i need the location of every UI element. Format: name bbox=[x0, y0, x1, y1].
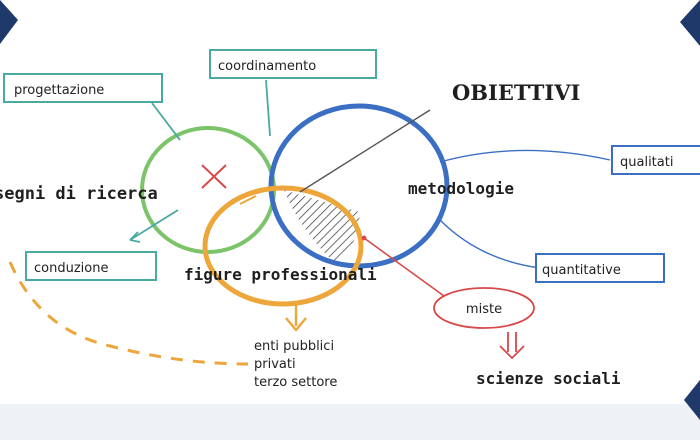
box-qualitative bbox=[611, 145, 700, 175]
down-arrow-red bbox=[499, 332, 525, 360]
box-coordinamento bbox=[209, 49, 377, 79]
dashed-curve bbox=[8, 261, 249, 366]
box-quantitative bbox=[535, 253, 665, 283]
label-metodologie: metodologie bbox=[408, 179, 514, 198]
corner-decoration-right-bottom bbox=[684, 380, 700, 420]
label-progettazione: progettazione bbox=[14, 83, 104, 98]
corner-decoration-left bbox=[0, 0, 18, 44]
orange-dash-mark bbox=[239, 195, 257, 205]
intersection-hatch bbox=[284, 190, 360, 262]
corner-decoration-right-top bbox=[680, 0, 700, 46]
connector-coordinamento bbox=[265, 79, 271, 137]
circle-figure bbox=[202, 185, 364, 307]
box-miste bbox=[433, 287, 535, 329]
connector-progettazione bbox=[151, 102, 181, 141]
connector-conduzione bbox=[129, 209, 179, 241]
label-figure: figure professionali bbox=[184, 265, 377, 284]
list-item-enti: enti pubblici bbox=[254, 339, 334, 354]
label-miste: miste bbox=[466, 302, 502, 317]
connector-qualitative bbox=[439, 149, 611, 163]
label-coordinamento: coordinamento bbox=[218, 59, 316, 74]
down-arrow-orange bbox=[285, 302, 307, 332]
circle-metodologie bbox=[268, 103, 450, 269]
box-progettazione bbox=[3, 73, 163, 103]
list-item-privati: privati bbox=[254, 357, 296, 372]
label-quantitative: quantitative bbox=[542, 263, 621, 278]
objective-pointer-line bbox=[299, 109, 431, 193]
title-obiettivi: OBIETTIVI bbox=[452, 80, 580, 105]
label-disegni: segni di ricerca bbox=[0, 184, 158, 204]
box-conduzione bbox=[25, 251, 157, 281]
label-scienze-sociali: scienze sociali bbox=[476, 369, 621, 388]
list-item-terzo: terzo settore bbox=[254, 375, 337, 390]
label-qualitative: qualitati bbox=[620, 155, 673, 170]
connector-miste bbox=[363, 237, 445, 297]
label-conduzione: conduzione bbox=[34, 261, 108, 276]
bottom-strip bbox=[0, 404, 700, 440]
connector-quantitative bbox=[439, 219, 541, 269]
